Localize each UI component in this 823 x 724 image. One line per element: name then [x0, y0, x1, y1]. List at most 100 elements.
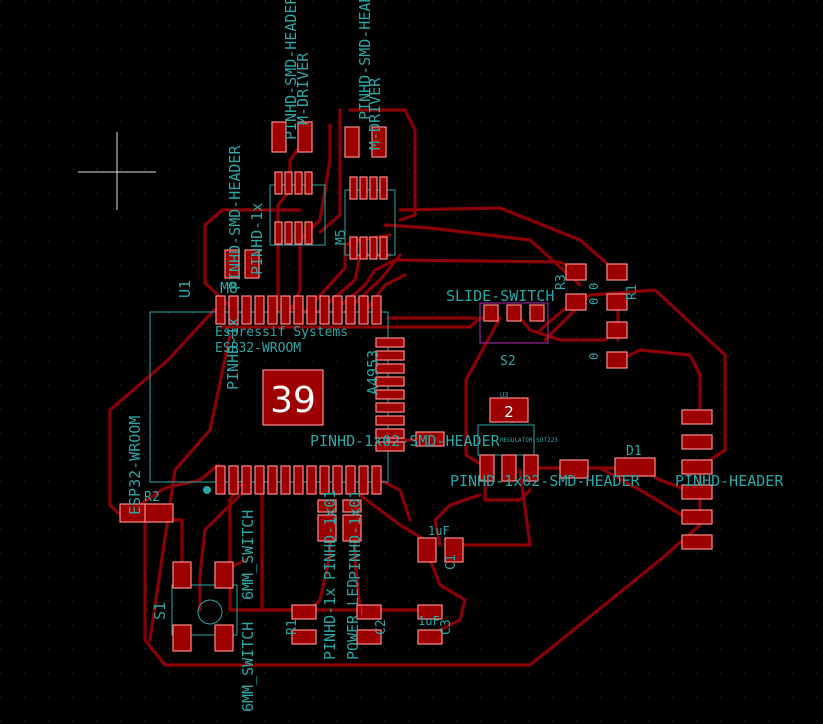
pad	[297, 121, 313, 153]
label-6mm-switch: 6MM_SWITCH	[239, 622, 257, 712]
label-pinhd-mid: PINHD-1x02-SMD-HEADER	[310, 432, 501, 450]
pad	[681, 484, 713, 500]
label-pinhd-bottom-c: PINHD-1x	[321, 588, 339, 660]
label-power-led: POWER_LED	[344, 579, 362, 660]
label-regulator: REGULATOR-SOT223	[500, 437, 558, 444]
pad	[371, 126, 387, 158]
label-pinhd-vert: PINHD-1x	[224, 318, 242, 390]
pad	[274, 221, 283, 245]
regulator-tab-pad	[489, 397, 529, 423]
pad	[417, 629, 443, 645]
label-slide-switch: SLIDE-SWITCH	[446, 287, 554, 305]
label-r1-right: R1	[625, 284, 640, 300]
label-esp-vendor: Espressif Systems	[215, 325, 348, 340]
label-s1: S1	[151, 602, 169, 620]
label-r1: R1	[285, 619, 300, 635]
pads	[119, 121, 713, 652]
pad	[483, 304, 499, 322]
pad	[606, 263, 628, 281]
label-u1: U1	[176, 280, 194, 298]
esp32-top-pad-row	[215, 295, 382, 325]
label-a4953: A4953	[364, 350, 382, 395]
switch-s1-circle	[197, 599, 223, 625]
label-1uf: 1uF	[428, 524, 450, 538]
label-c2: C2	[374, 619, 389, 635]
pad	[144, 503, 174, 523]
pad	[606, 351, 628, 369]
pad	[501, 454, 517, 482]
pad	[349, 236, 358, 260]
slide-switch-courtyard	[479, 302, 549, 344]
pad	[224, 249, 240, 279]
pad	[565, 263, 587, 281]
pad	[681, 434, 713, 450]
pad	[284, 221, 293, 245]
pad	[565, 293, 587, 311]
label-c3: C3	[439, 619, 454, 635]
pad	[356, 604, 382, 620]
label-r3: R3	[554, 274, 569, 290]
esp32-right-pad-column	[375, 337, 405, 452]
pad	[681, 409, 713, 425]
pad	[349, 176, 358, 200]
pad	[444, 537, 464, 563]
label-pinhd-left-b: PINHD-1x	[248, 203, 266, 275]
pad	[479, 454, 495, 482]
pad	[415, 431, 445, 447]
pad	[417, 537, 437, 563]
pad	[294, 221, 303, 245]
regulator-tab-number: 2	[504, 403, 514, 421]
pad	[681, 459, 713, 475]
pad	[274, 171, 283, 195]
pad	[172, 561, 192, 589]
pad	[523, 454, 539, 482]
label-d1: D1	[626, 444, 642, 459]
label-driver-a: M-DRIVER	[294, 52, 312, 125]
pad	[291, 629, 317, 645]
silkscreen-labels: PINHD-SMD-HEADER M-DRIVER PINHD-SMD-HEAD…	[126, 0, 784, 712]
pad	[317, 499, 337, 513]
label-header-left-a: PINHD-SMD-HEADER	[282, 0, 300, 140]
pad	[304, 221, 313, 245]
pad	[559, 459, 589, 479]
label-m8: M8	[220, 279, 238, 297]
pad	[606, 293, 628, 311]
pad	[681, 509, 713, 525]
label-zero-c: 0	[587, 353, 601, 360]
pad	[369, 176, 378, 200]
pin1-marker	[203, 486, 211, 494]
label-esp-module: ESP32-WROOM	[215, 341, 301, 356]
pad	[214, 624, 234, 652]
label-esp-side: ESP32-WROOM	[126, 416, 144, 515]
pad	[606, 321, 628, 339]
label-1uf-b: 1uF	[418, 614, 440, 628]
pad	[271, 121, 287, 153]
pad	[529, 304, 545, 322]
pad	[284, 171, 293, 195]
pad	[379, 176, 388, 200]
pad	[379, 236, 388, 260]
esp32-ground-pad-number: 39	[270, 380, 316, 421]
label-pinhd-low: PINHD-1x02-SMD-HEADER	[450, 472, 641, 490]
label-u3: U3	[500, 391, 508, 399]
label-driver-b: M-DRIVER	[366, 77, 384, 150]
pad	[342, 514, 362, 542]
pad	[294, 171, 303, 195]
pad	[214, 561, 234, 589]
label-6mm-switch-vert: 6MM_SWITCH	[239, 510, 257, 600]
switch-s1-outline	[171, 584, 238, 636]
label-m5: M5	[334, 229, 349, 245]
label-c1: C1	[444, 554, 459, 570]
pad	[291, 604, 317, 620]
pad	[244, 249, 260, 279]
pad	[614, 457, 656, 477]
label-pinhd-bottom-b: PINHD-1x01	[346, 490, 364, 580]
pad	[359, 236, 368, 260]
pad	[172, 624, 192, 652]
label-r2: R2	[144, 490, 160, 505]
pad	[304, 171, 313, 195]
pad	[681, 534, 713, 550]
pad	[369, 236, 378, 260]
esp32-ground-pad	[262, 369, 324, 426]
